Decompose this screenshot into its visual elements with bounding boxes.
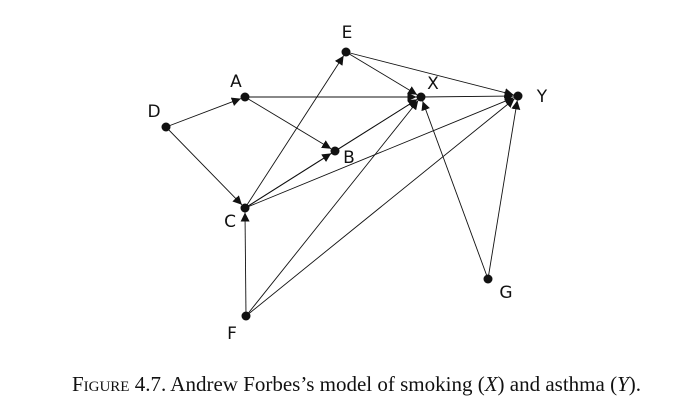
node-Y (513, 91, 523, 101)
edge-C-E (244, 55, 344, 209)
edge-F-X (245, 100, 419, 317)
node-B (330, 146, 340, 156)
edge-G-Y (487, 100, 521, 280)
node-label-G: G (499, 283, 512, 303)
edge-G-X (421, 101, 489, 280)
edge-F-C (240, 212, 250, 317)
node-X (416, 92, 426, 102)
edge-C-Y (244, 96, 514, 209)
edge-E-X (345, 51, 418, 96)
edge-X-Y (420, 91, 514, 101)
node-A (240, 92, 250, 102)
figure-caption: Figure 4.7. Andrew Forbes’s model of smo… (0, 372, 693, 397)
caption-text-after: ). (628, 372, 641, 396)
caption-text-middle: ) and asthma ( (497, 372, 618, 396)
causal-diagram: D A E X Y B C G F (147, 23, 548, 344)
edge-A-B (244, 96, 332, 150)
node-label-A: A (230, 72, 242, 92)
caption-var-x: X (484, 372, 498, 396)
node-label-X: X (427, 74, 439, 94)
edge-F-Y (245, 98, 515, 317)
node-label-E: E (342, 23, 353, 43)
node-label-Y: Y (536, 87, 548, 107)
node-E (341, 47, 351, 57)
node-label-F: F (227, 324, 237, 344)
caption-var-y: Y (617, 372, 629, 396)
node-label-C: C (224, 212, 236, 232)
edge-E-Y (345, 51, 514, 98)
node-G (483, 274, 493, 284)
edge-C-X (244, 99, 418, 209)
node-D (161, 122, 171, 132)
node-C (240, 203, 250, 213)
caption-text-before: Andrew Forbes’s model of smoking ( (170, 372, 485, 396)
node-label-D: D (147, 102, 160, 122)
node-F (241, 311, 251, 321)
caption-figure-word: Figure (71, 372, 130, 396)
node-label-B: B (343, 148, 355, 168)
caption-figure-number: 4.7. (134, 372, 167, 396)
edge-D-A (165, 97, 241, 128)
edge-D-C (165, 126, 243, 206)
